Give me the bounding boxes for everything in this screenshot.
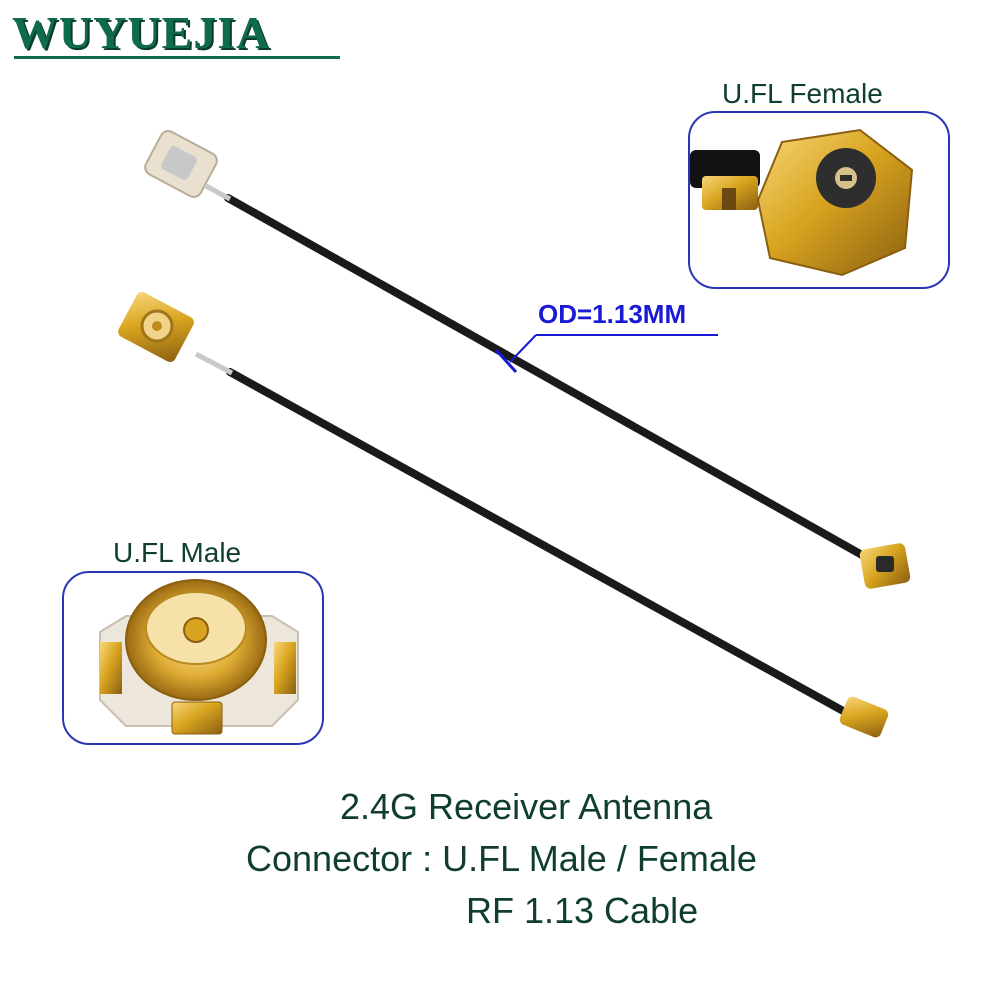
connector-female-top (144, 130, 218, 198)
od-pointer (494, 334, 537, 374)
male-closeup-panel (62, 571, 324, 745)
connector-male-top (118, 292, 194, 362)
connector-female-end (859, 543, 911, 589)
female-closeup-panel (688, 111, 950, 289)
caption-line-1: 2.4G Receiver Antenna (340, 786, 713, 827)
female-label: U.FL Female (722, 78, 883, 109)
male-label: U.FL Male (113, 537, 242, 568)
caption-line-3: RF 1.13 Cable (466, 890, 699, 931)
cable-lower (118, 292, 889, 738)
od-underline (536, 334, 718, 336)
od-label: OD=1.13MM (538, 299, 687, 329)
caption-line-2: Connector : U.FL Male / Female (246, 838, 757, 879)
brand-logo: WUYUEJIA (12, 7, 271, 58)
connector-male-end (839, 696, 889, 738)
cable-upper (144, 130, 911, 589)
brand-underline (14, 56, 340, 59)
